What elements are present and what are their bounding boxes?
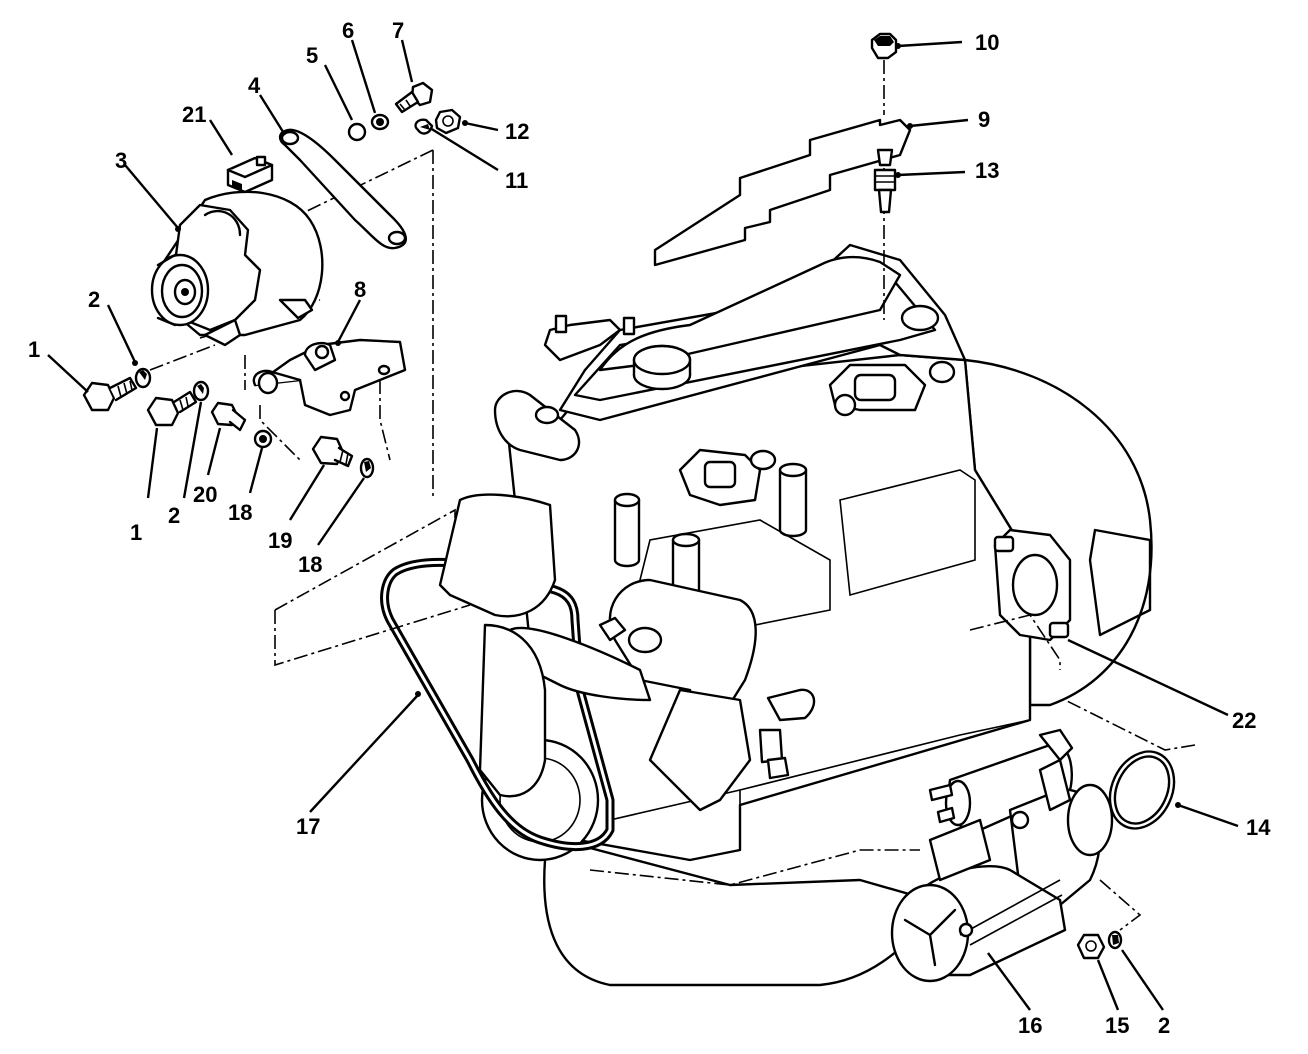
callout-19: 19 [268,528,292,553]
callout-11: 11 [505,168,528,193]
hardware [82,81,462,479]
glow-plug [873,148,897,214]
callout-5: 5 [306,43,318,68]
engine-block [480,243,1153,987]
callout-22: 22 [1232,708,1256,733]
callout-8: 8 [354,277,366,302]
callout-2c: 2 [1158,1013,1170,1038]
callout-20: 20 [193,482,217,507]
callout-14: 14 [1246,815,1271,840]
callout-9: 9 [978,107,990,132]
callout-2a: 2 [88,287,100,312]
alignment-lines [149,60,1196,931]
fan-pulley [438,493,652,798]
callout-10: 10 [975,30,999,55]
callout-18b: 18 [298,552,322,577]
callout-13: 13 [975,158,999,183]
callout-18a: 18 [228,500,252,525]
callout-7: 7 [392,18,404,43]
cap-nut [870,32,898,60]
leader-lines [47,39,1239,1011]
starter-nut-washer [1076,930,1123,960]
starter-motor [890,728,1114,983]
wire-connector [226,155,274,194]
callout-2b: 2 [168,503,180,528]
callout-labels: 1 2 3 4 5 6 7 8 9 10 11 12 13 14 15 16 1… [28,18,1271,1038]
callout-1b: 1 [130,520,142,545]
callout-6: 6 [342,18,354,43]
callout-21: 21 [182,102,206,127]
alternator-mount-bracket [252,338,407,417]
callout-1a: 1 [28,337,40,362]
callout-15: 15 [1105,1013,1129,1038]
o-ring [1108,750,1176,830]
callout-12: 12 [505,119,529,144]
manifold-gasket-plate [653,118,912,267]
callout-17: 17 [296,814,320,839]
callout-3: 3 [115,148,127,173]
alternator [150,190,324,347]
callout-4: 4 [248,73,261,98]
callout-16: 16 [1018,1013,1042,1038]
